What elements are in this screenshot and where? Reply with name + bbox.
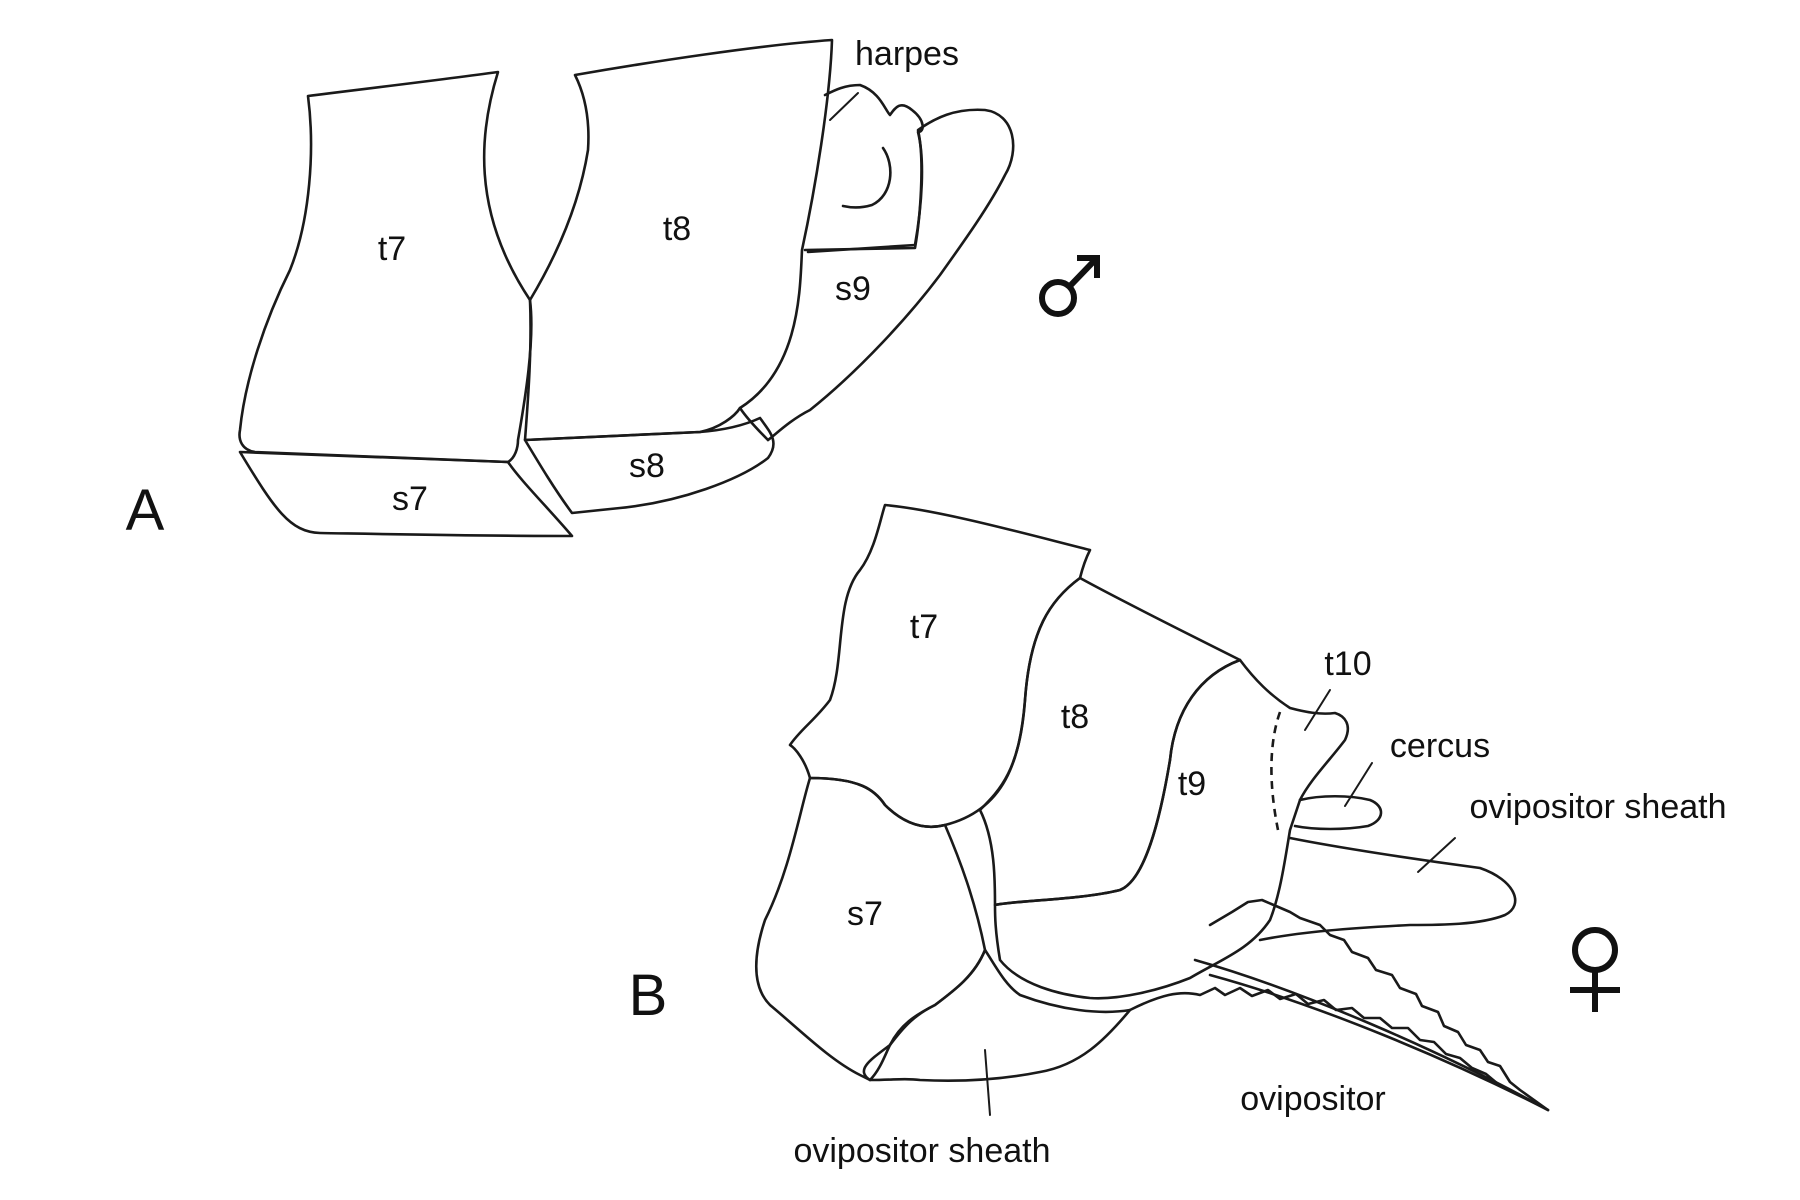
- label-t7-male: t7: [378, 230, 406, 268]
- label-ovipositor: ovipositor: [1240, 1080, 1386, 1118]
- cercus: [1293, 794, 1383, 831]
- s8-s9-joint: [738, 406, 770, 442]
- tergite-7-male: [238, 70, 533, 464]
- female-symbol-icon: [1570, 927, 1620, 1012]
- harpes-leader: [829, 92, 859, 121]
- sternite-7-female: [754, 776, 987, 1082]
- label-t8-female: t8: [1061, 698, 1089, 736]
- label-ovipositor-sheath-upper: ovipositor sheath: [1469, 788, 1726, 826]
- label-t8-male: t8: [663, 210, 691, 248]
- label-s7-female: s7: [847, 895, 883, 933]
- label-cercus: cercus: [1390, 727, 1490, 765]
- tergite-9-female: [993, 658, 1350, 1000]
- ovipositor-stylet-2: [1208, 973, 1550, 1112]
- cercus-leader: [1344, 762, 1373, 807]
- label-s8-male: s8: [629, 447, 665, 485]
- label-ovipositor-sheath-lower: ovipositor sheath: [793, 1132, 1050, 1170]
- male-symbol-icon: [1039, 255, 1100, 317]
- tergite-8-female: [978, 576, 1242, 907]
- label-s7-male: s7: [392, 480, 428, 518]
- harpes-inner-curve: [841, 146, 892, 209]
- label-t10-female: t10: [1324, 645, 1371, 683]
- panel-letter-b: B: [629, 963, 668, 1028]
- ovipositor-sheath-upper: [1258, 836, 1517, 942]
- panel-letter-a: A: [126, 478, 165, 543]
- label-t9-female: t9: [1178, 765, 1206, 803]
- ovipositor-sheath-basal: [868, 948, 1132, 1083]
- ovipositor-sheath-upper-leader: [1417, 837, 1456, 873]
- ovipositor-sheath-basal-leader: [984, 1049, 991, 1116]
- label-harpes: harpes: [855, 35, 959, 73]
- ovipositor: [1128, 898, 1550, 1112]
- ovipositor-stylet-1: [1193, 958, 1550, 1112]
- sternite-7-male: [238, 450, 574, 538]
- harpes: [806, 83, 924, 254]
- t10-boundary: [1270, 711, 1282, 831]
- label-s9-male: s9: [835, 270, 871, 308]
- panel-a-male: t7 t8 s7 s8 s9 harpes A: [126, 35, 1100, 543]
- panel-b-female: t7 t8 t9 t10 s7 cercus ovipositor sheath…: [629, 503, 1727, 1170]
- label-t7-female: t7: [910, 608, 938, 646]
- t10-leader: [1304, 689, 1331, 731]
- sternite-8-male: [523, 416, 775, 515]
- sternite-9-male: [766, 108, 1015, 442]
